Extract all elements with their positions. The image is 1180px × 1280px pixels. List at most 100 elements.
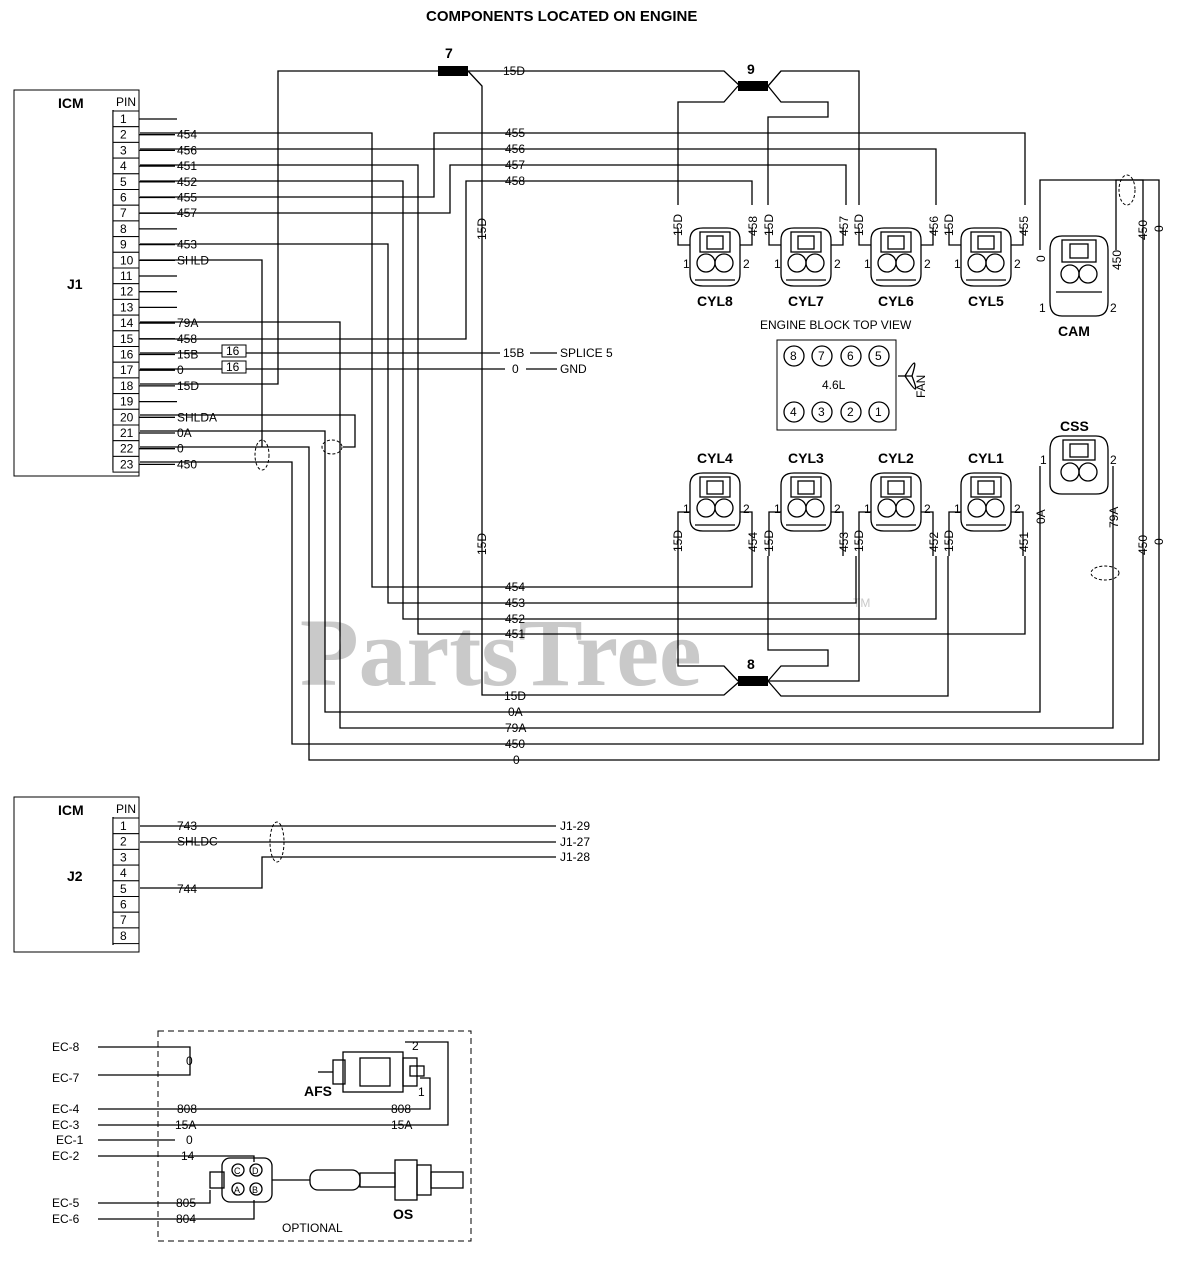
wire-0-label: 0 [513, 753, 520, 767]
wire-457-label: 457 [505, 158, 525, 172]
coil-pin2: 2 [1014, 257, 1021, 271]
j1-pin-number: 9 [120, 238, 127, 252]
pin-header: PIN [116, 95, 136, 109]
engine-cylinder: 5 [868, 345, 890, 367]
j2-pin-number: 6 [120, 898, 127, 912]
engine-cylinder: 2 [840, 401, 862, 423]
j1-pin-wire: 454 [177, 128, 197, 142]
engine-cylinder-number: 3 [818, 405, 825, 419]
ec3-label: EC-3 [52, 1118, 80, 1132]
j2-pin-row: 8 [112, 927, 140, 945]
j1-pin-number: 10 [120, 253, 134, 267]
j1-pin-row: 11 [112, 267, 177, 285]
coil-left-wire: 15D [671, 530, 685, 552]
opt-808-left: 808 [177, 1102, 197, 1116]
fan-label: FAN [914, 375, 928, 398]
wire-458-label: 458 [505, 174, 525, 188]
wire-0-gnd-label: 0 [512, 362, 519, 376]
j1-pin-wire: 15B [177, 348, 198, 362]
optional-label: OPTIONAL [282, 1221, 343, 1235]
j1-label: J1 [67, 276, 83, 292]
cam-pin1: 1 [1039, 301, 1046, 315]
afs-pin1: 1 [418, 1085, 425, 1099]
coil-pin1: 1 [864, 257, 871, 271]
wire-451-label: 451 [505, 627, 525, 641]
j1-pin-number: 23 [120, 457, 134, 471]
j2-pin-row: 4 [112, 864, 140, 882]
j2-pin-row: 3 [112, 848, 140, 866]
j1-pin-number: 12 [120, 285, 134, 299]
css-pin2: 2 [1110, 453, 1117, 467]
coil-right-wire: 451 [1017, 532, 1031, 552]
j1-pin-wire: 15D [177, 379, 199, 393]
j2-pin-number: 4 [120, 866, 127, 880]
engine-cylinder-number: 5 [875, 349, 882, 363]
os-pin-d: D [252, 1166, 259, 1176]
wire-15d-top: 15D [503, 64, 525, 78]
coil-pin2: 2 [743, 257, 750, 271]
j2-pin-number: 5 [120, 882, 127, 896]
splice5-label: SPLICE 5 [560, 346, 613, 360]
wire-454-label: 454 [505, 580, 525, 594]
coil-name: CYL5 [968, 293, 1004, 309]
wire-453-label: 453 [505, 596, 525, 610]
wire-450-label: 450 [505, 737, 525, 751]
opt-14: 14 [181, 1149, 195, 1163]
coil-left-wire: 15D [942, 214, 956, 236]
j1-pin-wire: 0A [177, 426, 192, 440]
opt-804: 804 [176, 1212, 196, 1226]
ec-jumper-0: 0 [186, 1054, 193, 1068]
css-pin1: 1 [1040, 453, 1047, 467]
ec1-label: EC-1 [56, 1133, 84, 1147]
j2-pin-number: 7 [120, 913, 127, 927]
j1-pin-row: 8 [112, 220, 177, 238]
cam-sensor: CAM 1 2 0 450 [1034, 205, 1124, 339]
j2-pin-number: 2 [120, 835, 127, 849]
wire-15b-label: 15B [503, 346, 524, 360]
engine-cylinder: 6 [840, 345, 862, 367]
os-pin-a: A [234, 1185, 240, 1195]
coil-pin1: 1 [774, 502, 781, 516]
j1-pin-number: 20 [120, 410, 134, 424]
engine-cylinder: 1 [868, 401, 890, 423]
coil-name: CYL6 [878, 293, 914, 309]
j2-pin-row: 6 [112, 896, 140, 913]
coil-pin2: 2 [924, 257, 931, 271]
j2-dest-3: J1-28 [560, 850, 590, 864]
j2-label: J2 [67, 868, 83, 884]
j1-pin-number: 18 [120, 379, 134, 393]
coil-left-wire: 15D [942, 530, 956, 552]
j1-pin-number: 3 [120, 143, 127, 157]
ec4-label: EC-4 [52, 1102, 80, 1116]
gnd-label: GND [560, 362, 587, 376]
j1-pin-wire: 79A [177, 316, 198, 330]
right-0-top: 0 [1152, 225, 1166, 232]
j1-pin-row: 18 15D [112, 377, 199, 395]
wire-0a-label: 0A [508, 705, 523, 719]
j2-pin-number: 8 [120, 929, 127, 943]
j1-pin-number: 15 [120, 332, 134, 346]
coil-name: CYL1 [968, 450, 1004, 466]
coil-name: CYL8 [697, 293, 733, 309]
coil-pin1: 1 [864, 502, 871, 516]
coil-left-wire: 15D [762, 214, 776, 236]
wire-456-label: 456 [505, 142, 525, 156]
coil-pin1: 1 [954, 257, 961, 271]
connector-8-label: 8 [747, 656, 755, 672]
ec6-label: EC-6 [52, 1212, 80, 1226]
